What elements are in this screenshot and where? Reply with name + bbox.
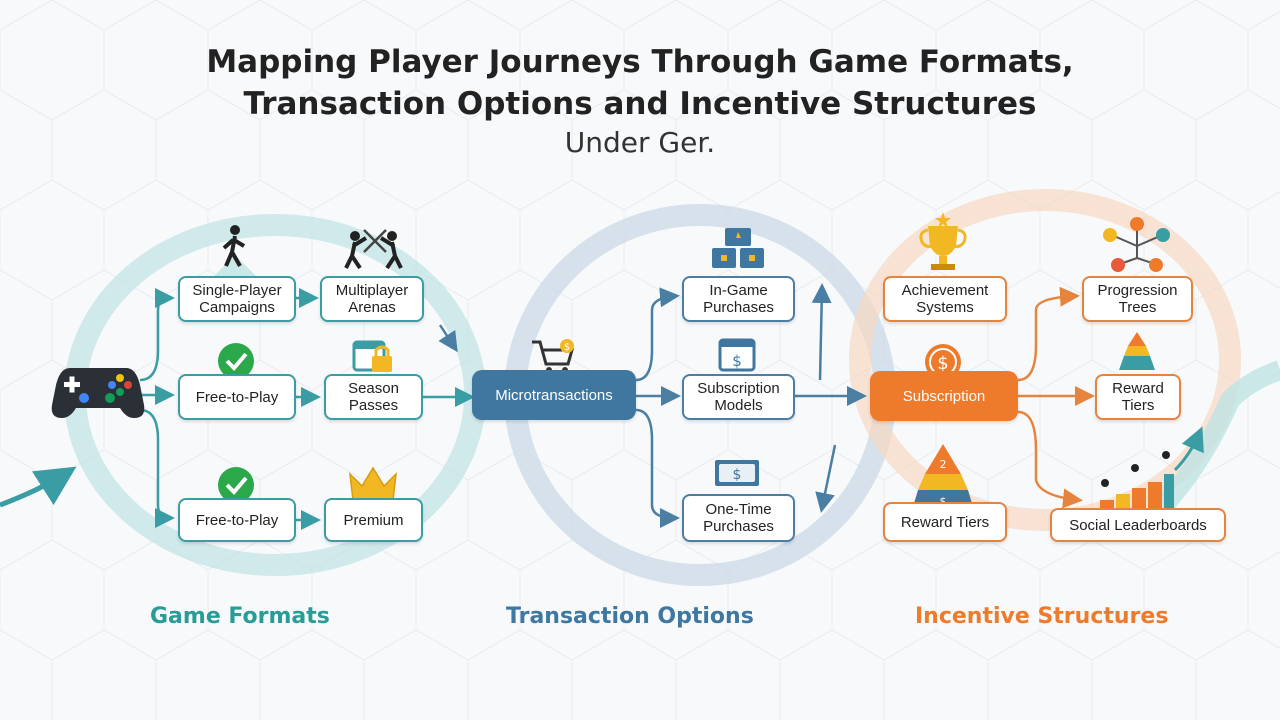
game-controller-icon (51, 368, 145, 418)
premium-node: Premium (324, 498, 423, 542)
title-line-2: Transaction Options and Incentive Struct… (243, 86, 1037, 122)
free-to-play-node: Free-to-Play (178, 374, 296, 420)
svg-text:$: $ (937, 353, 948, 374)
single-player-campaigns-node: Single-Player Campaigns (178, 276, 296, 322)
subscription-hub: Subscription (870, 371, 1018, 421)
treasure-chest-icon (712, 228, 764, 268)
svg-text:$: $ (733, 467, 742, 483)
leaderboard-icon (1100, 426, 1204, 512)
free-to-play-node: Free-to-Play (178, 498, 296, 542)
title-line-3: Under Ger. (564, 126, 716, 159)
title-line-1: Mapping Player Journeys Through Game For… (206, 44, 1074, 80)
calendar-lock-icon (352, 340, 392, 372)
achievement-systems-node: Achievement Systems (883, 276, 1007, 322)
checkmark-icon (218, 343, 254, 379)
svg-text:$: $ (732, 352, 742, 370)
subscription-models-node: Subscription Models (682, 374, 795, 420)
microtransactions-hub: Microtransactions (472, 370, 636, 420)
checkmark-icon (218, 467, 254, 503)
social-leaderboards-node: Social Leaderboards (1050, 508, 1226, 542)
section-label-incentive-structures: Incentive Structures (915, 604, 1169, 629)
single-player-icon (214, 225, 256, 276)
crown-icon (349, 466, 397, 501)
pyramid-icon (1119, 332, 1155, 370)
section-label-game-formats: Game Formats (150, 604, 330, 629)
progression-trees-node: Progression Trees (1082, 276, 1193, 322)
incentive-connectors (1017, 286, 1095, 509)
reward-tiers-node: Reward Tiers (1095, 374, 1181, 420)
in-game-purchases-node: In-Game Purchases (682, 276, 795, 322)
season-passes-node: Season Passes (324, 374, 423, 420)
transaction-connectors (635, 287, 867, 528)
reward-tiers-node: Reward Tiers (883, 502, 1007, 542)
multiplayer-icon (344, 229, 403, 270)
multiplayer-arenas-node: Multiplayer Arenas (320, 276, 424, 322)
one-time-purchases-node: One-Time Purchases (682, 494, 795, 542)
game-formats-connectors (139, 288, 475, 530)
section-label-transaction-options: Transaction Options (506, 604, 754, 629)
svg-text:$: $ (564, 342, 570, 353)
dollar-bill-icon: $ (715, 460, 759, 486)
svg-text:2: 2 (940, 458, 947, 471)
trophy-icon (919, 212, 967, 270)
svg-text:$: $ (940, 495, 947, 508)
skill-tree-icon (1103, 217, 1170, 272)
calendar-dollar-icon: $ (718, 338, 756, 372)
